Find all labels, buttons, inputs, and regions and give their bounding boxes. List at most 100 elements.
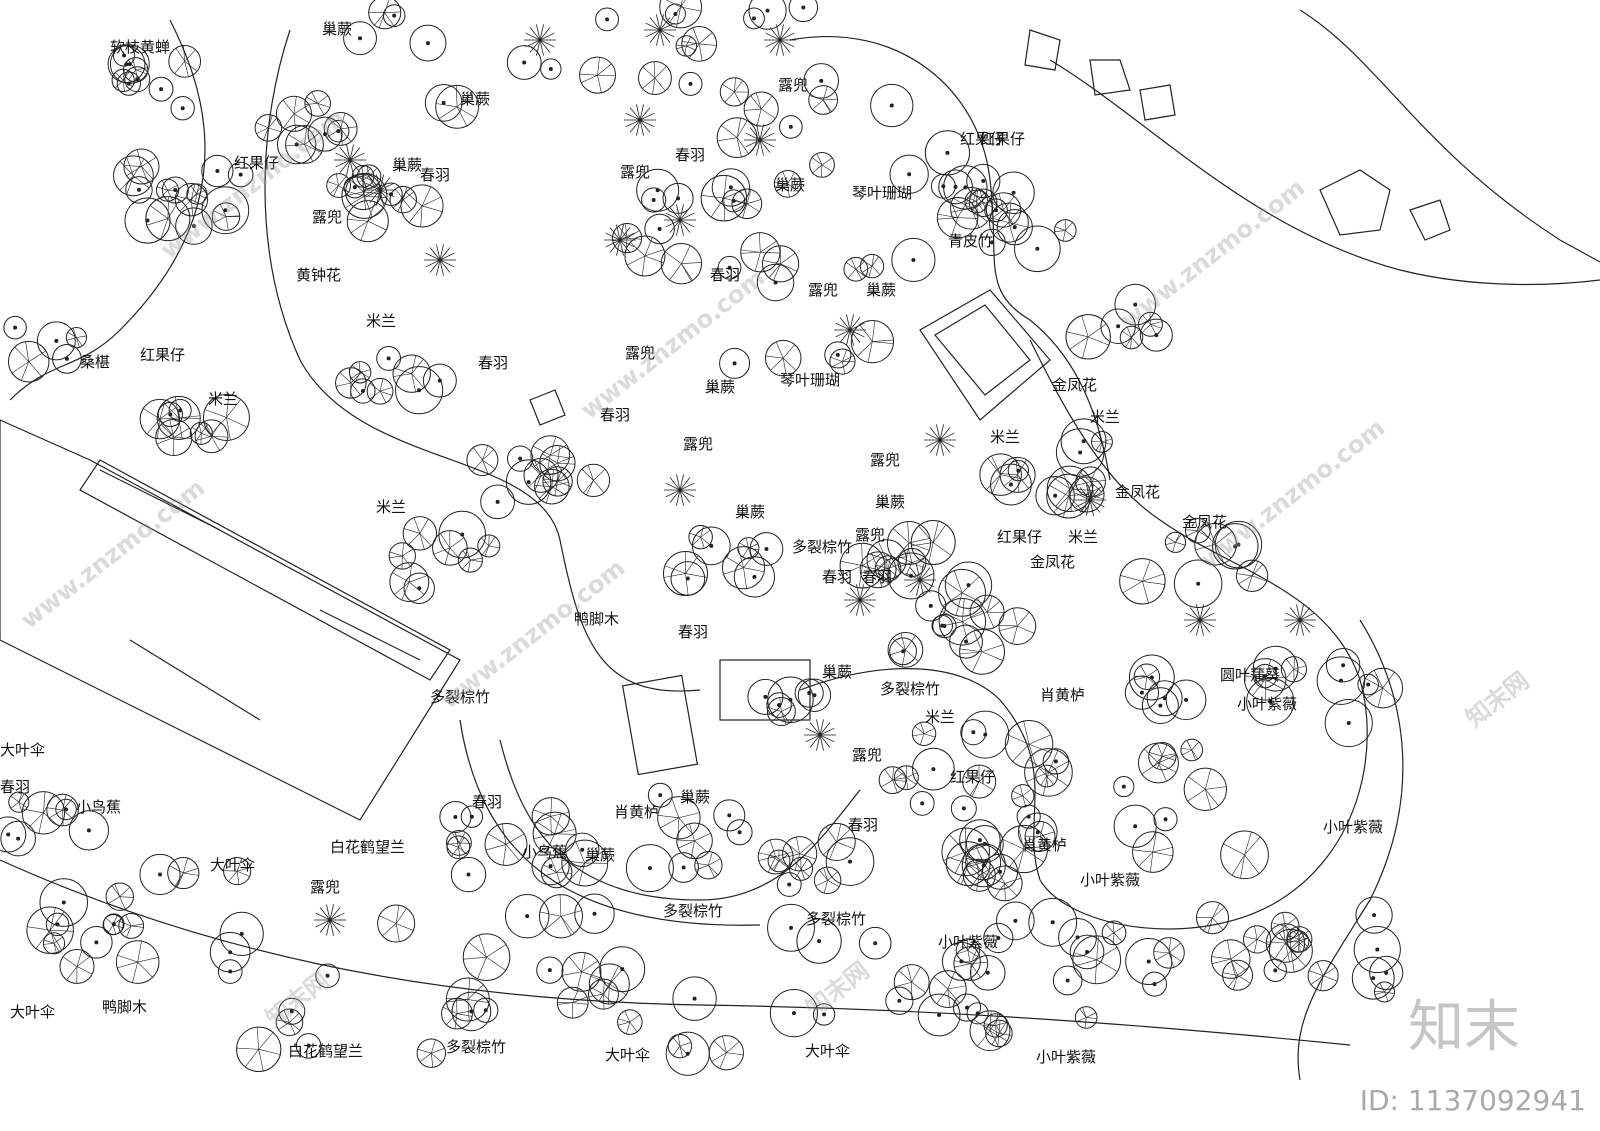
- tree-branch: [971, 188, 978, 209]
- tree-branch: [823, 841, 837, 856]
- palm-symbol-ray: [759, 139, 771, 153]
- tree-branch: [701, 195, 724, 199]
- tree-branch: [551, 486, 567, 496]
- tree-branch: [1051, 475, 1071, 490]
- tree-symbol: [1101, 920, 1127, 946]
- tree-symbol: [711, 168, 751, 207]
- tree-trunk: [685, 576, 690, 581]
- tree-symbol: [168, 44, 202, 78]
- tree-symbol: [893, 765, 919, 791]
- palm-symbol-ray: [779, 27, 791, 41]
- tree-symbol: [717, 255, 742, 280]
- tree-trunk: [681, 865, 686, 870]
- tree-branch: [689, 532, 701, 538]
- tree-symbol: [756, 263, 795, 302]
- tree-branch: [685, 555, 699, 574]
- palm-symbol-ray: [1289, 607, 1301, 621]
- tree-branch: [1207, 524, 1216, 545]
- tree-symbol: [817, 822, 856, 861]
- tree-branch: [846, 262, 857, 270]
- tree-branch: [787, 183, 799, 192]
- tree-branch: [43, 791, 46, 813]
- tree-branch: [907, 521, 910, 543]
- palm-symbol-ray: [905, 579, 921, 588]
- tree-branch: [167, 185, 178, 191]
- tree-branch: [122, 71, 130, 81]
- tree-symbol: [576, 463, 611, 498]
- tree-trunk: [13, 325, 18, 330]
- tree-branch: [734, 77, 736, 92]
- tree-symbol: [624, 235, 666, 277]
- tree-symbol: [323, 111, 358, 146]
- tree-branch: [617, 1021, 630, 1026]
- tree-branch: [991, 1033, 1000, 1045]
- palm-symbol-ray: [849, 317, 861, 331]
- tree-branch: [677, 817, 680, 840]
- tree-branch: [219, 204, 227, 217]
- tree-branch: [998, 193, 1004, 210]
- tree-branch: [131, 925, 144, 928]
- palm-symbol-ray: [335, 152, 351, 161]
- tree-branch: [884, 769, 893, 781]
- tree-trunk: [971, 730, 976, 735]
- tree-branch: [46, 807, 63, 811]
- tree-branch: [991, 474, 1001, 494]
- palm-symbol-ray: [759, 124, 764, 141]
- tree-branch: [760, 251, 780, 254]
- tree-branch: [1073, 959, 1097, 967]
- tree-branch: [971, 208, 988, 222]
- tree-symbol: [1325, 647, 1361, 683]
- tree-branch: [1298, 939, 1301, 952]
- palm-symbol-ray: [805, 734, 821, 743]
- tree-branch: [470, 557, 483, 561]
- palm-symbol-ray: [425, 259, 441, 268]
- tree-symbol: [672, 976, 717, 1021]
- tree-symbol: [949, 624, 983, 659]
- tree-branch: [758, 232, 761, 253]
- tree-branch: [840, 560, 863, 566]
- tree-branch: [976, 875, 980, 892]
- tree-branch: [1019, 784, 1024, 796]
- palm-symbol-ray: [835, 322, 851, 331]
- tree-branch: [1039, 836, 1046, 851]
- tree-branch: [532, 445, 551, 456]
- tree-branch: [384, 12, 395, 27]
- tree-branch: [722, 84, 735, 93]
- tree-symbol: [68, 810, 110, 851]
- tree-branch: [534, 475, 542, 492]
- tree-branch: [1284, 917, 1297, 927]
- tree-symbol: [625, 844, 674, 893]
- tree-branch: [894, 777, 907, 780]
- tree-branch: [740, 251, 761, 254]
- tree-symbol: [532, 811, 577, 856]
- palm-symbol-ray: [856, 599, 861, 616]
- plant-label: 露兜: [808, 281, 839, 299]
- tree-branch: [1166, 536, 1176, 543]
- tree-trunk: [1139, 690, 1144, 695]
- tree-branch: [597, 63, 612, 76]
- tree-branch: [35, 930, 51, 949]
- tree-symbol: [999, 824, 1048, 874]
- tree-branch: [901, 649, 906, 668]
- tree-branch: [769, 854, 780, 862]
- plant-label: 春羽: [710, 266, 741, 284]
- tree-branch: [708, 858, 721, 866]
- bridge-deck: [719, 659, 811, 721]
- tree-symbol: [1373, 981, 1396, 1003]
- tree-branch: [1205, 789, 1219, 806]
- tree-symbol: [1028, 897, 1078, 947]
- tree-branch: [486, 956, 506, 971]
- tree-branch: [1098, 431, 1103, 442]
- palm-symbol-ray: [779, 39, 791, 53]
- tree-branch: [744, 108, 762, 111]
- tree-branch: [160, 189, 168, 199]
- tree-branch: [379, 378, 384, 392]
- tree-branch: [119, 921, 132, 927]
- tree-branch: [1211, 956, 1231, 960]
- tree-branch: [629, 1014, 640, 1023]
- tree-branch: [923, 733, 936, 738]
- palm-symbol-ray: [1296, 619, 1301, 636]
- tree-branch: [1112, 932, 1115, 945]
- tree-symbol: [1252, 645, 1299, 692]
- tree-branch: [1017, 625, 1035, 634]
